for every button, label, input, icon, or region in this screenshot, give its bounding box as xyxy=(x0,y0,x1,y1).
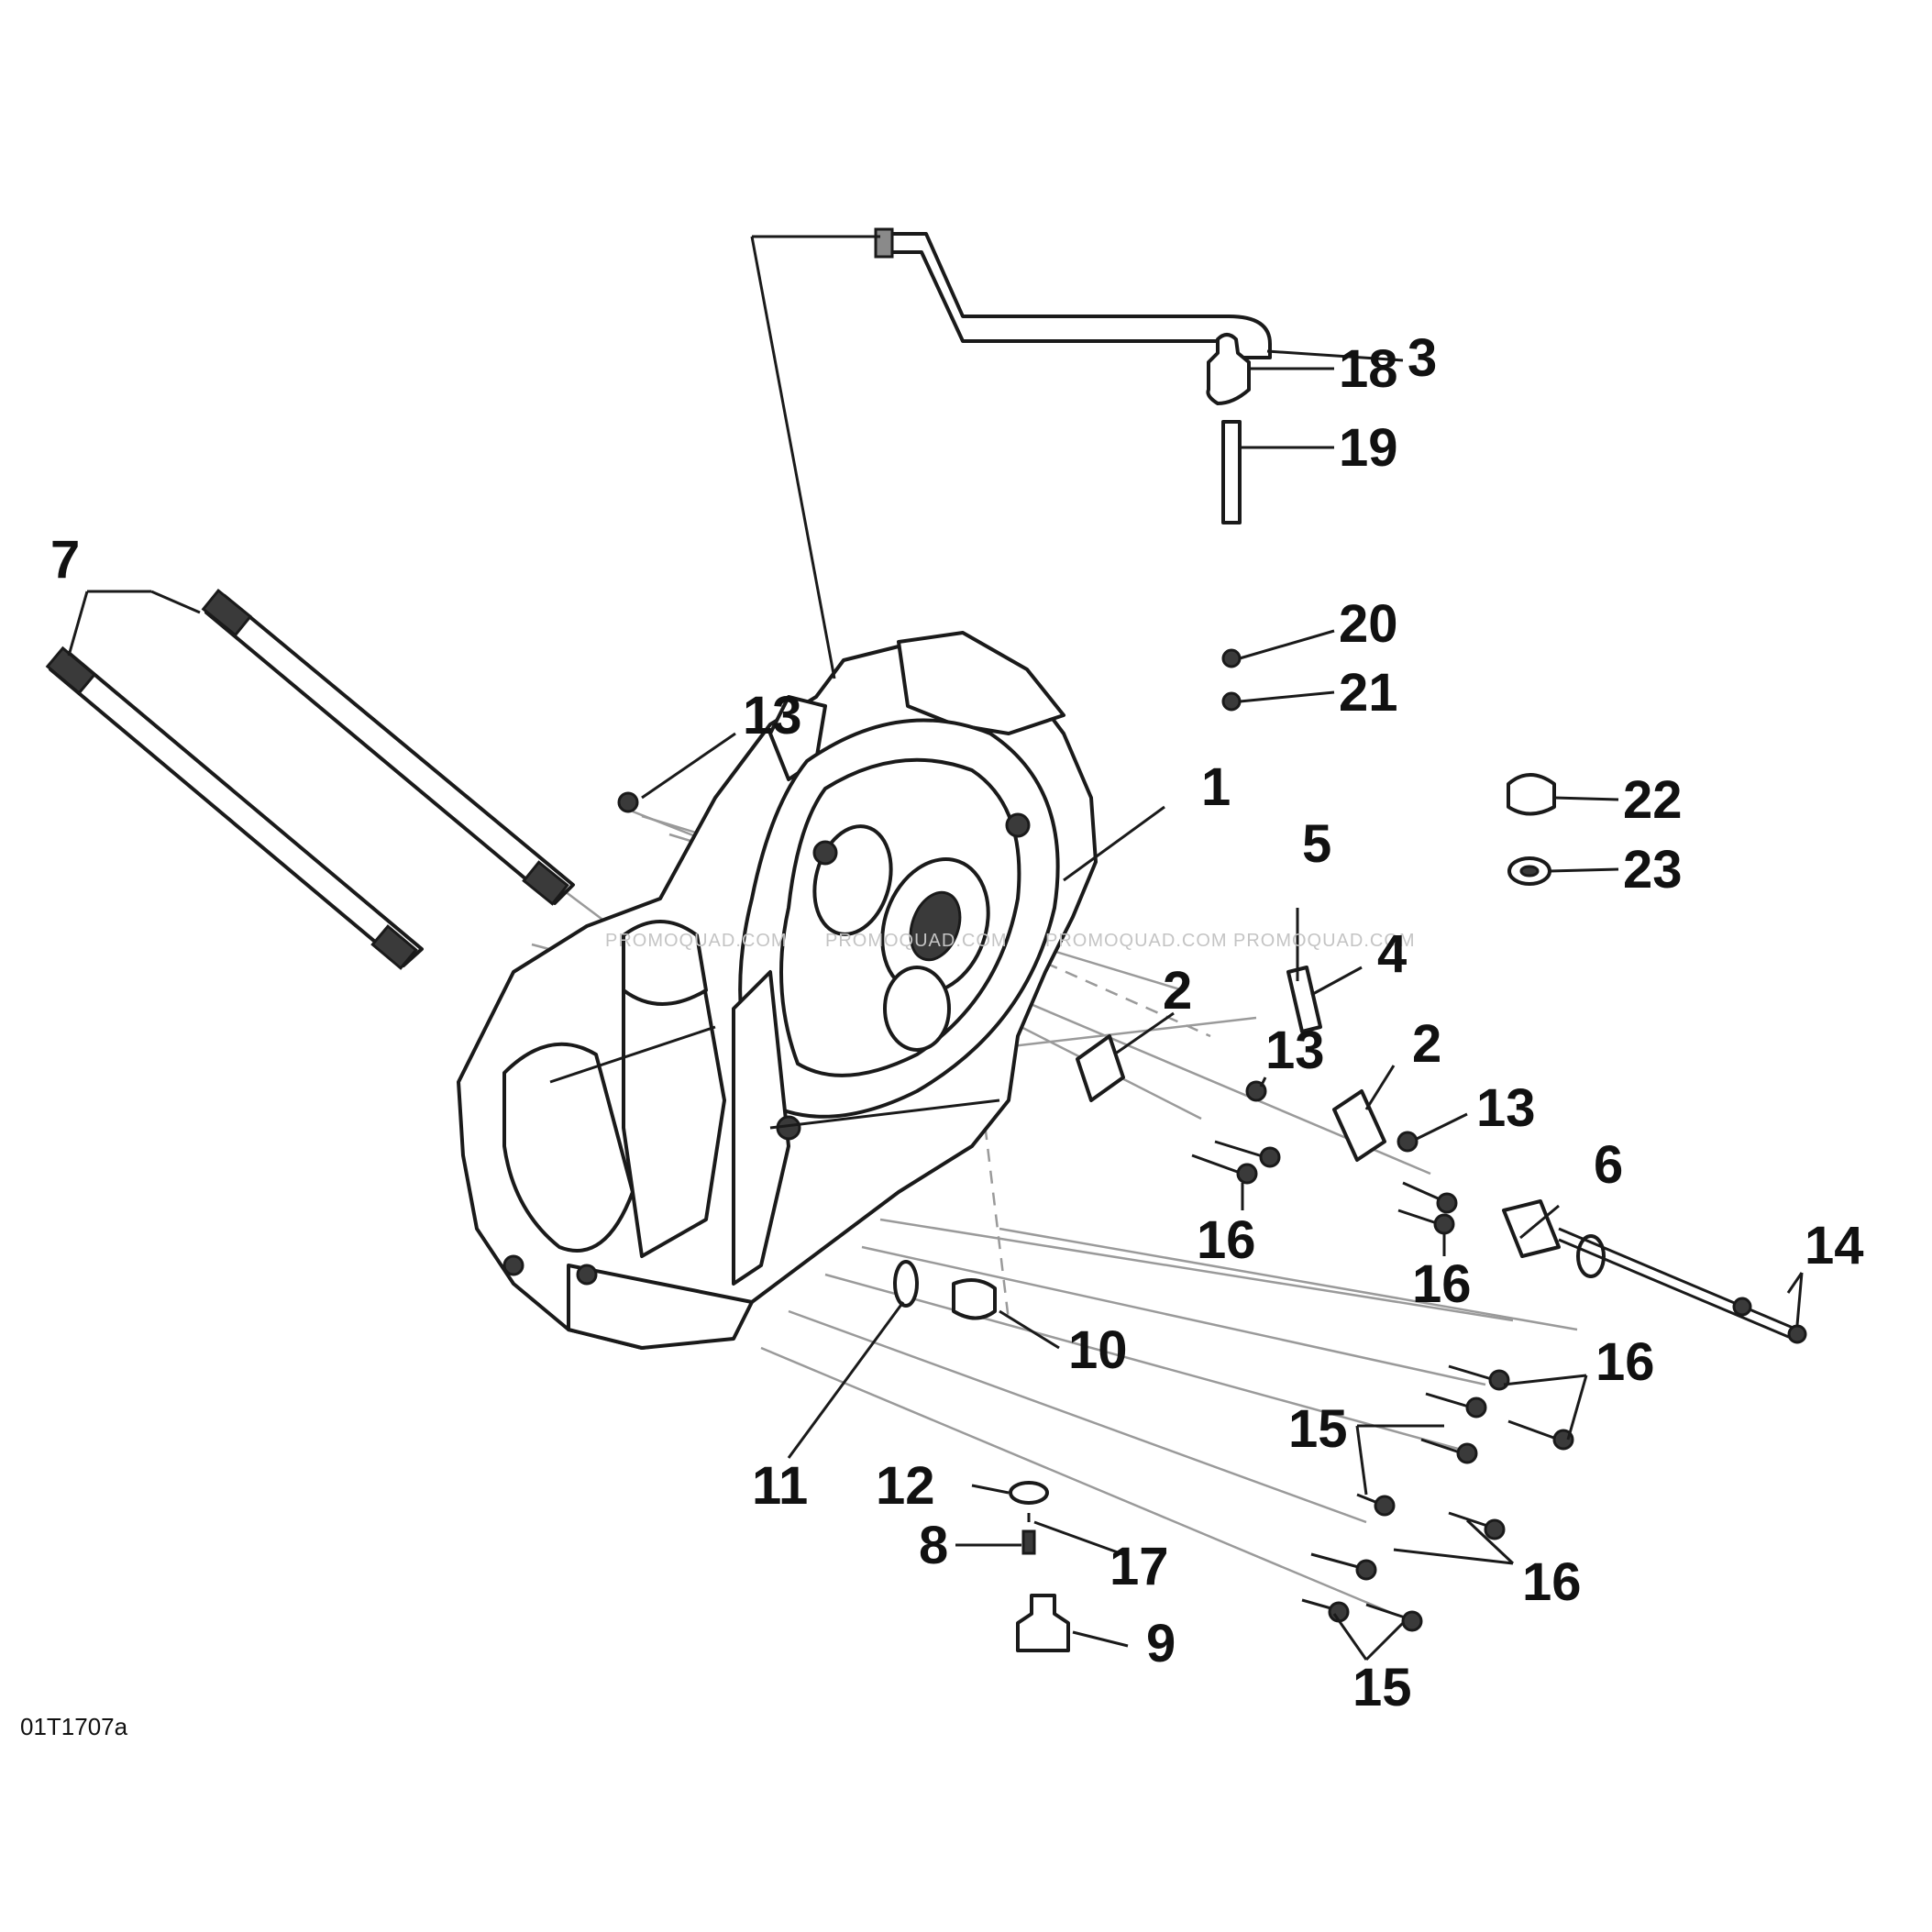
crankcase-half xyxy=(457,631,1098,1350)
callout-18: 18 xyxy=(1339,339,1398,399)
watermark-2: PROMOQUAD.COM xyxy=(825,931,1008,951)
drain-plug-assembly xyxy=(893,1260,1070,1652)
callout-2-upper: 2 xyxy=(1163,961,1192,1021)
callout-13-right: 13 xyxy=(1476,1078,1536,1138)
plates-and-bolts xyxy=(617,791,1419,1162)
callout-1: 1 xyxy=(1201,757,1231,817)
watermark-4: PROMOQUAD.COM xyxy=(1233,931,1416,951)
callout-16-lower: 16 xyxy=(1522,1552,1582,1612)
oil-dipstick xyxy=(1502,1199,1807,1344)
crankcase-studs xyxy=(45,588,575,970)
callout-7: 7 xyxy=(50,530,80,590)
callout-10: 10 xyxy=(1068,1320,1128,1380)
callout-numbers: 1 2 2 3 4 5 6 7 8 9 10 11 12 13 13 13 14… xyxy=(50,328,1864,1717)
callout-16-left: 16 xyxy=(1197,1210,1256,1270)
callout-3: 3 xyxy=(1408,328,1437,388)
callout-4: 4 xyxy=(1377,924,1407,984)
callout-2-lower: 2 xyxy=(1412,1014,1441,1074)
callout-15-lower: 15 xyxy=(1352,1658,1412,1717)
callout-22: 22 xyxy=(1623,770,1683,830)
callout-17: 17 xyxy=(1110,1537,1169,1596)
callout-20: 20 xyxy=(1339,594,1398,654)
breather-column xyxy=(1206,333,1251,712)
callout-23: 23 xyxy=(1623,840,1683,900)
callout-13-center: 13 xyxy=(1265,1021,1325,1080)
callout-21: 21 xyxy=(1339,663,1398,723)
callout-16-right: 16 xyxy=(1595,1332,1655,1392)
watermark-3: PROMOQUAD.COM xyxy=(1045,931,1228,951)
callout-12: 12 xyxy=(876,1456,935,1516)
callout-5: 5 xyxy=(1302,814,1331,874)
bolts-15-16 xyxy=(1191,1140,1574,1632)
callout-13-left: 13 xyxy=(743,686,802,745)
watermarks: PROMOQUAD.COM PROMOQUAD.COM PROMOQUAD.CO… xyxy=(605,931,1416,951)
watermark-1: PROMOQUAD.COM xyxy=(605,931,788,951)
callout-14: 14 xyxy=(1805,1216,1864,1275)
callout-leaders xyxy=(67,235,1804,1662)
drawing-code: 01T1707a xyxy=(20,1713,128,1740)
callout-16-middle: 16 xyxy=(1412,1254,1472,1314)
plug-and-washer xyxy=(1507,773,1556,886)
oil-pipe xyxy=(874,227,1272,359)
callout-19: 19 xyxy=(1339,418,1398,478)
callout-9: 9 xyxy=(1146,1614,1176,1673)
callout-6: 6 xyxy=(1594,1135,1623,1195)
callout-11: 11 xyxy=(752,1456,808,1516)
callout-15-upper: 15 xyxy=(1288,1399,1348,1459)
callout-8: 8 xyxy=(919,1516,948,1575)
